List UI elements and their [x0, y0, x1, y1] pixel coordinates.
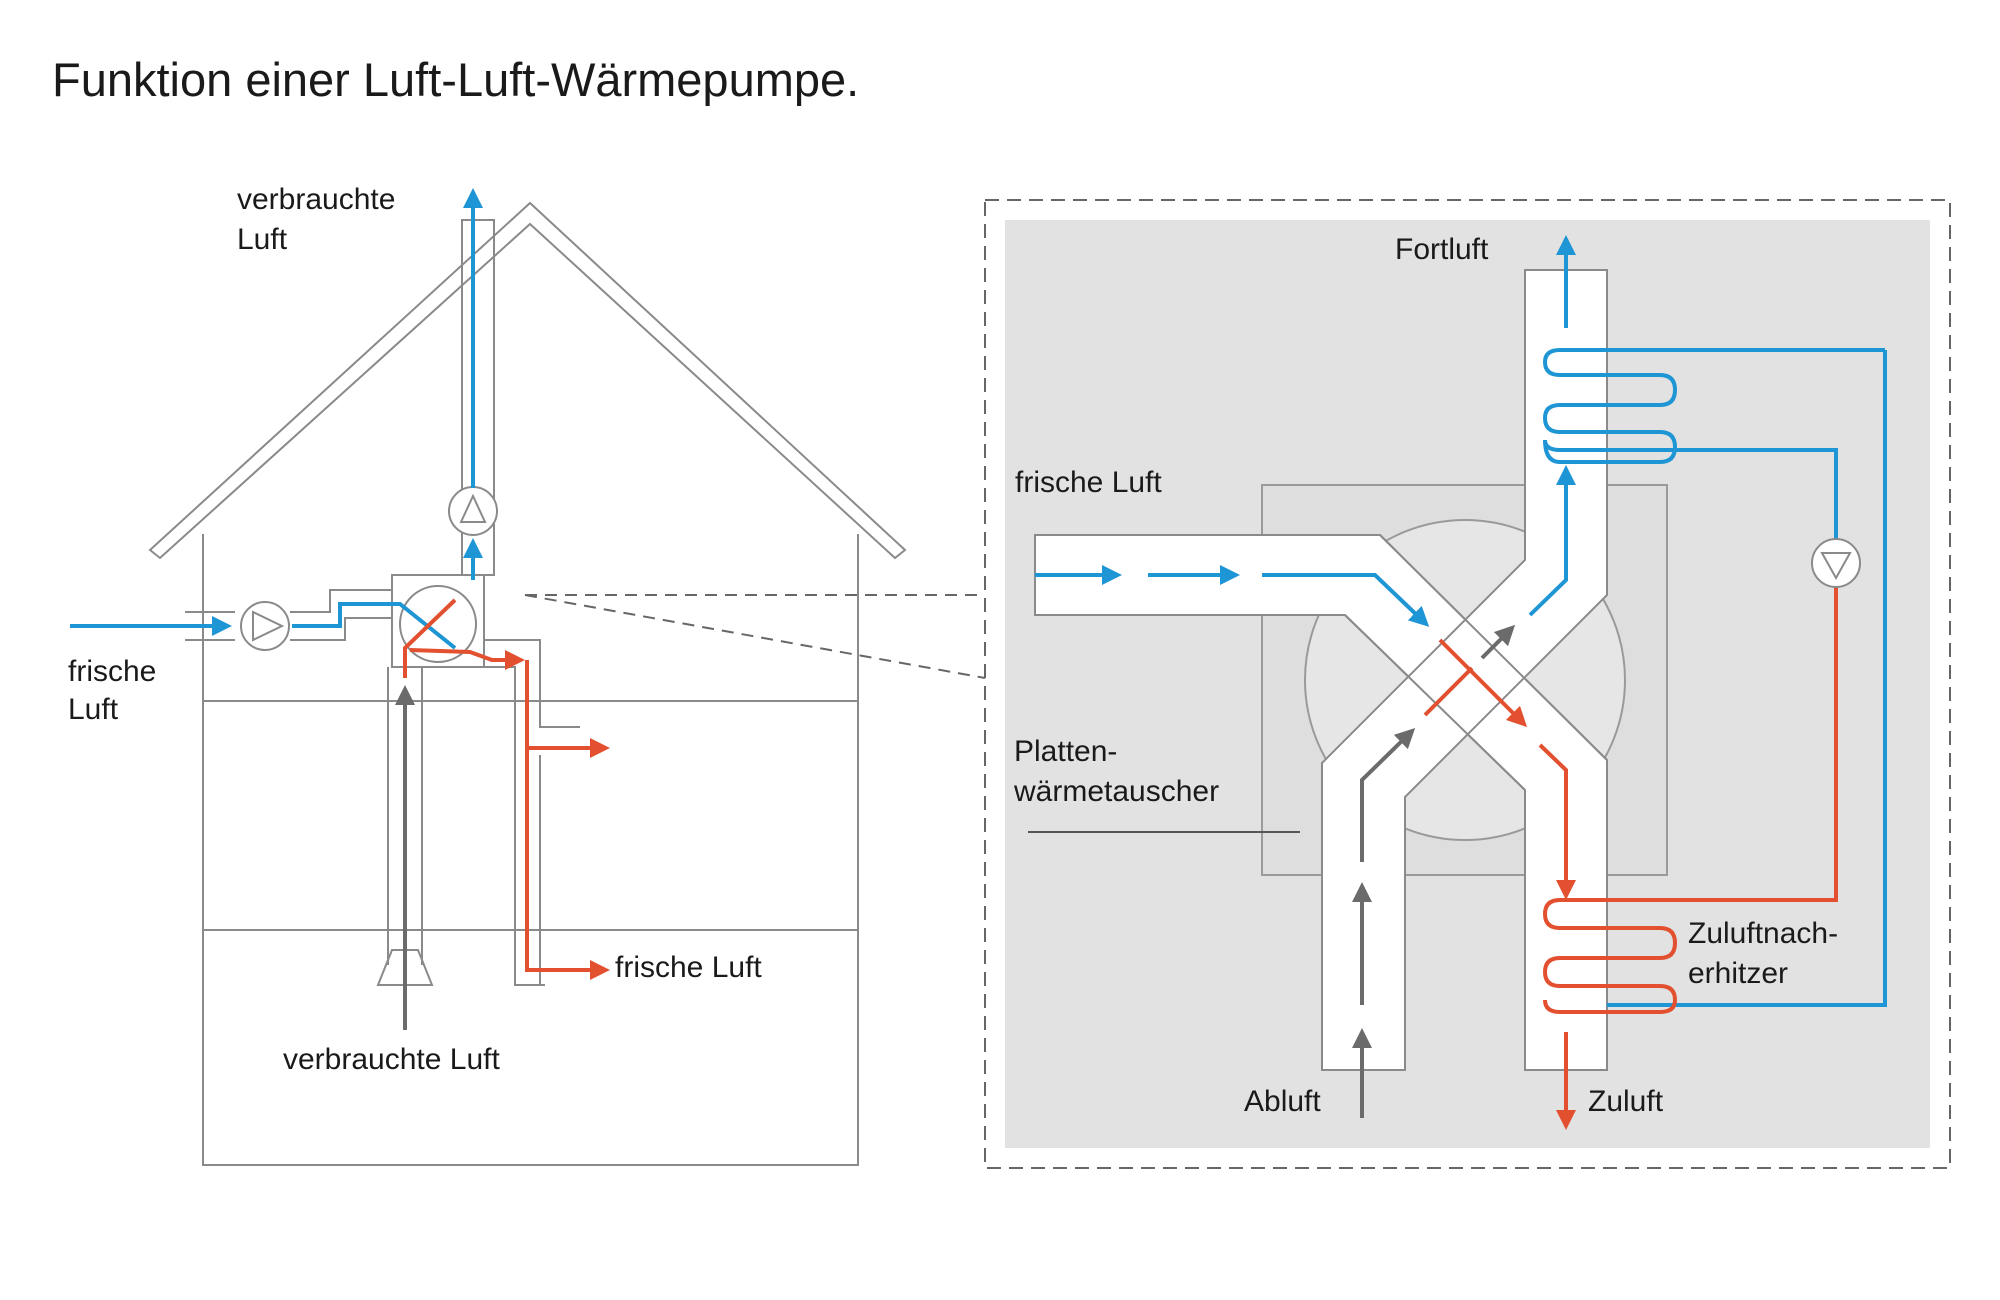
- supply-to-rooms: [409, 648, 525, 670]
- label-reheater-2: erhitzer: [1688, 957, 1789, 990]
- label-frische-luft: frische Luft: [1015, 466, 1162, 499]
- fresh-diag-red: [1438, 638, 1528, 728]
- label-fortluft: Fortluft: [1395, 233, 1489, 266]
- exchanger-housing: [391, 574, 485, 668]
- label-exchanger-2: wärmetauscher: [1014, 775, 1220, 808]
- extract-duct: [387, 667, 423, 965]
- supply-duct: [484, 639, 580, 986]
- exchanger-small-icon: [399, 585, 477, 663]
- label-exhaust-top-1: verbrauchte: [237, 183, 396, 216]
- reheater-coil: [1542, 585, 1838, 1014]
- label-reheater-1: Zuluftnach-: [1688, 917, 1839, 950]
- fan-exhaust-icon: [448, 486, 498, 536]
- fresh-dash-3: [1262, 573, 1430, 627]
- exhaust-path: [1321, 269, 1608, 1071]
- callout-lines: [524, 594, 986, 679]
- fresh-down-red: [1538, 743, 1576, 900]
- label-exchanger-1: Platten-: [1014, 735, 1118, 768]
- label-fresh-in-2: Luft: [68, 693, 119, 726]
- fresh-air-duct: [185, 574, 460, 641]
- house-flows: [70, 188, 610, 1030]
- fan-fresh-icon: [240, 601, 290, 651]
- label-exhaust-top-2: Luft: [237, 223, 288, 256]
- label-fresh-out: frische Luft: [615, 951, 762, 984]
- label-abluft: Abluft: [1244, 1085, 1321, 1118]
- roof: [148, 201, 907, 560]
- detail-ducts: [1034, 269, 1608, 1071]
- label-fresh-in-1: frische: [68, 655, 157, 688]
- label-used-air: verbrauchte Luft: [283, 1043, 500, 1076]
- compressor-icon: [1811, 538, 1861, 588]
- supply-branch-upper: [525, 660, 610, 758]
- supply-branch-lower: [525, 748, 610, 980]
- extract-intake: [376, 949, 434, 986]
- abluft-diag-gray: [1480, 624, 1516, 660]
- fresh-to-exchanger: [292, 602, 457, 650]
- abluft-diag-red: [1423, 666, 1474, 717]
- house-walls: [202, 534, 859, 1166]
- diagram-title: Funktion einer Luft-Luft-Wärmepumpe.: [52, 53, 860, 106]
- extract-to-exchanger: [403, 598, 457, 678]
- exhaust-up-blue: [1528, 465, 1576, 617]
- label-zuluft: Zuluft: [1588, 1085, 1664, 1118]
- evaporator-coil: [1542, 348, 1887, 1007]
- detail-flows: [1035, 235, 1576, 1130]
- abluft-dash-3: [1360, 728, 1416, 862]
- house: [148, 201, 907, 1166]
